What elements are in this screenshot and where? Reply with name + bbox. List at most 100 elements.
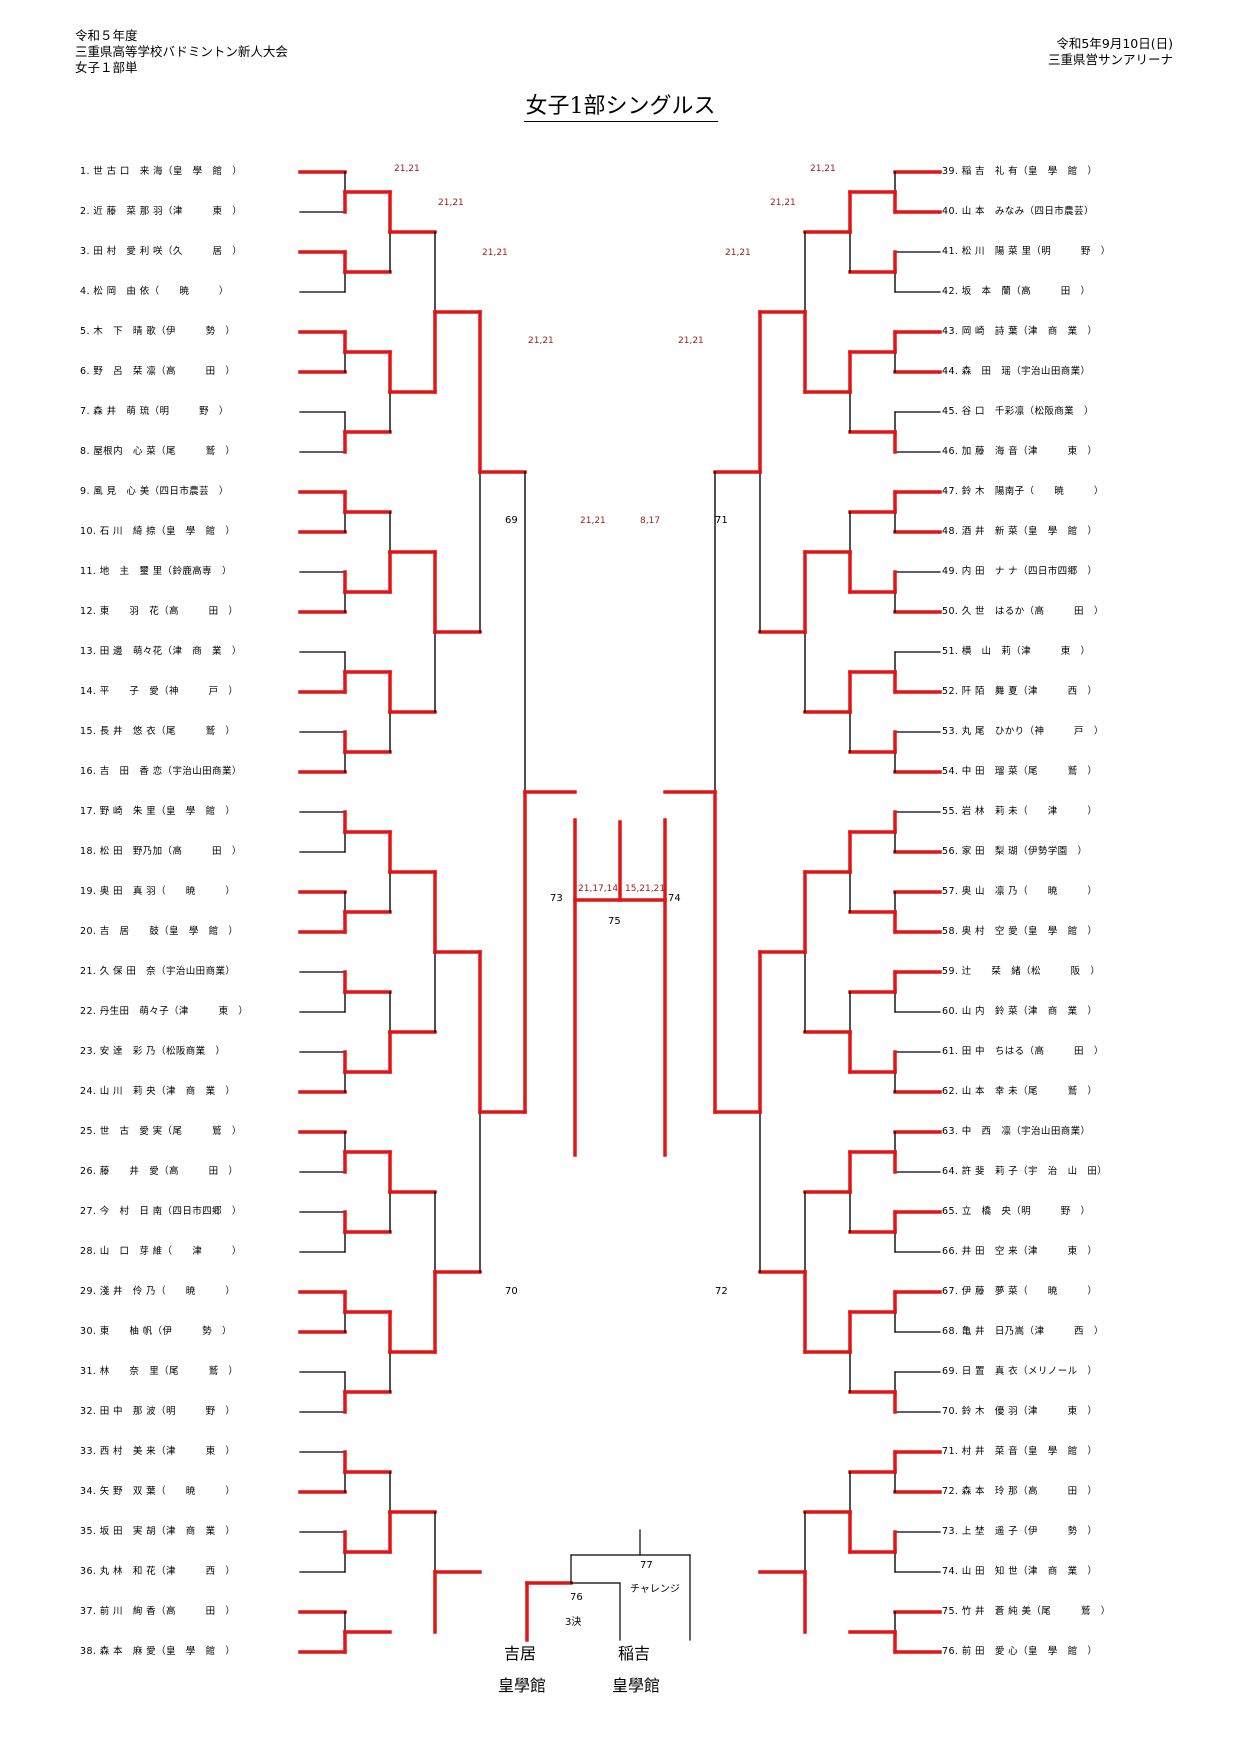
- left-player-entry: 30. 東 柚 帆（伊 勢 ）: [80, 1326, 232, 1337]
- right-player-entry: 62. 山 本 幸 未（尾 鷲 ）: [942, 1086, 1098, 1097]
- left-player-entry: 35. 坂 田 実 胡（津 商 業 ）: [80, 1526, 236, 1537]
- left-player-entry: 21. 久 保 田 奈（宇治山田商業）: [80, 966, 236, 977]
- right-player-entry: 61. 田 中 ちはる（高 田 ）: [942, 1046, 1104, 1057]
- match-number: 69: [505, 515, 518, 526]
- header-event: 女子１部単: [75, 60, 138, 75]
- right-player-entry: 41. 松 川 陽 菜 里（明 野 ）: [942, 246, 1111, 257]
- right-player-entry: 58. 奥 村 空 愛（皇 學 館 ）: [942, 926, 1098, 937]
- right-player-entry: 72. 森 本 玲 那（高 田 ）: [942, 1486, 1098, 1497]
- right-player-entry: 57. 奥 山 凛 乃（ 暁 ）: [942, 886, 1098, 897]
- right-player-entry: 44. 森 田 瑶（宇治山田商業）: [942, 366, 1091, 377]
- left-player-entry: 20. 吉 居 鼓（皇 學 館 ）: [80, 926, 239, 937]
- left-player-entry: 18. 松 田 野乃加（高 田 ）: [80, 846, 242, 857]
- right-player-entry: 67. 伊 藤 夢 菜（ 暁 ）: [942, 1286, 1098, 1297]
- left-player-entry: 33. 西 村 美 来（津 東 ）: [80, 1446, 236, 1457]
- left-player-entry: 22. 丹生田 萌々子（津 東 ）: [80, 1006, 249, 1017]
- header-right: 令和5年9月10日(日) 三重県営サンアリーナ: [1048, 36, 1173, 68]
- right-player-entry: 50. 久 世 はるか（高 田 ）: [942, 606, 1104, 617]
- left-player-entry: 32. 田 中 那 波（明 野 ）: [80, 1406, 236, 1417]
- left-player-entry: 1. 世 古 口 来 海（皇 學 館 ）: [80, 166, 243, 177]
- score-label: 21,21: [810, 164, 836, 174]
- score-label: 21,21: [528, 336, 554, 346]
- score-label: 8,17: [640, 516, 660, 526]
- final-right-school: 皇學館: [612, 1676, 661, 1695]
- match-number: 76: [570, 1592, 583, 1603]
- score-label: 21,21: [438, 198, 464, 208]
- right-player-entry: 75. 竹 井 蒼 純 美（尾 鷲 ）: [942, 1606, 1111, 1617]
- left-player-entry: 6. 野 呂 栞 凛（高 田 ）: [80, 366, 236, 377]
- left-player-entry: 37. 前 川 絢 香（高 田 ）: [80, 1606, 236, 1617]
- right-player-entry: 54. 中 田 瑠 菜（尾 鷲 ）: [942, 766, 1098, 777]
- left-player-entry: 24. 山 川 莉 央（津 商 業 ）: [80, 1086, 236, 1097]
- right-player-entry: 45. 谷 口 千彩凛（松阪商業 ）: [942, 406, 1094, 417]
- header-date: 令和5年9月10日(日): [1056, 36, 1173, 51]
- right-player-entry: 43. 岡 崎 詩 葉（津 商 業 ）: [942, 326, 1098, 337]
- right-player-entry: 69. 日 置 真 衣（メリノール ）: [942, 1366, 1098, 1377]
- match-number: 75: [608, 916, 621, 927]
- score-label: 15,21,21: [625, 884, 665, 894]
- score-label: 21,21: [580, 516, 606, 526]
- match-number: 70: [505, 1286, 518, 1297]
- right-player-entry: 68. 亀 井 日乃嵩（津 西 ）: [942, 1326, 1104, 1337]
- right-player-entry: 47. 鈴 木 陽南子（ 暁 ）: [942, 486, 1104, 497]
- left-player-entry: 3. 田 村 愛 利 咲（久 居 ）: [80, 246, 243, 257]
- final-left-name: 吉居: [504, 1644, 537, 1663]
- page-title: 女子1部シングルス: [0, 88, 1241, 122]
- right-player-entry: 51. 横 山 莉（津 東 ）: [942, 646, 1091, 657]
- header-venue: 三重県営サンアリーナ: [1047, 52, 1173, 67]
- score-label: 21,21: [394, 164, 420, 174]
- match-number: 74: [668, 893, 681, 904]
- right-player-entry: 66. 井 田 空 来（津 東 ）: [942, 1246, 1098, 1257]
- right-player-entry: 65. 立 橋 央（明 野 ）: [942, 1206, 1091, 1217]
- right-player-entry: 71. 村 井 菜 音（皇 學 館 ）: [942, 1446, 1098, 1457]
- left-player-entry: 16. 吉 田 香 恋（宇治山田商業）: [80, 766, 242, 777]
- score-label: 21,21: [678, 336, 704, 346]
- left-player-entry: 34. 矢 野 双 葉（ 暁 ）: [80, 1486, 236, 1497]
- left-player-entry: 36. 丸 林 和 花（津 西 ）: [80, 1566, 236, 1577]
- left-player-entry: 10. 石 川 綺 捺（皇 學 館 ）: [80, 526, 236, 537]
- final-left-school: 皇學館: [498, 1676, 547, 1695]
- left-player-entry: 14. 平 子 愛（神 戸 ）: [80, 686, 239, 697]
- right-player-entry: 70. 鈴 木 優 羽（津 東 ）: [942, 1406, 1098, 1417]
- right-player-entry: 74. 山 田 知 世（津 商 業 ）: [942, 1566, 1098, 1577]
- left-player-entry: 26. 藤 井 愛（高 田 ）: [80, 1166, 239, 1177]
- left-player-entry: 28. 山 口 芽 維（ 津 ）: [80, 1246, 242, 1257]
- left-player-entry: 19. 奥 田 真 羽（ 暁 ）: [80, 886, 236, 897]
- left-player-entry: 2. 近 藤 菜 那 羽（津 東 ）: [80, 206, 243, 217]
- left-player-entry: 15. 長 井 悠 衣（尾 鷲 ）: [80, 726, 236, 737]
- final-right-name: 稲吉: [618, 1644, 651, 1663]
- right-player-entry: 73. 上 埜 遥 子（伊 勢 ）: [942, 1526, 1098, 1537]
- left-player-entry: 17. 野 崎 朱 里（皇 學 館 ）: [80, 806, 236, 817]
- right-player-entry: 48. 酒 井 新 菜（皇 學 館 ）: [942, 526, 1098, 537]
- left-player-entry: 23. 安 達 彩 乃（松阪商業 ）: [80, 1046, 226, 1057]
- right-player-entry: 49. 内 田 ナ ナ（四日市四郷 ）: [942, 566, 1098, 577]
- right-player-entry: 56. 家 田 梨 瑚（伊勢学園 ）: [942, 846, 1088, 857]
- right-player-entry: 60. 山 内 鈴 菜（津 商 業 ）: [942, 1006, 1098, 1017]
- left-player-entry: 8. 屋根内 心 菜（尾 鷲 ）: [80, 446, 236, 457]
- left-player-entry: 4. 松 岡 由 依（ 暁 ）: [80, 286, 229, 297]
- header-year: 令和５年度: [75, 28, 138, 43]
- right-player-entry: 53. 丸 尾 ひかり（神 戸 ）: [942, 726, 1104, 737]
- left-player-entry: 13. 田 邊 萌々花（津 商 業 ）: [80, 646, 242, 657]
- match-number: 71: [715, 515, 728, 526]
- header-left: 令和５年度 三重県高等学校バドミントン新人大会 女子１部単: [75, 28, 288, 76]
- left-player-entry: 11. 地 主 璽 里（鈴鹿高専 ）: [80, 566, 232, 577]
- left-player-entry: 27. 今 村 日 南（四日市四郷 ）: [80, 1206, 242, 1217]
- right-player-entry: 39. 稲 吉 礼 有（皇 學 館 ）: [942, 166, 1098, 177]
- left-player-entry: 5. 木 下 晴 歌（伊 勢 ）: [80, 326, 236, 337]
- score-label: 21,21: [482, 248, 508, 258]
- right-player-entry: 55. 岩 林 莉 未（ 津 ）: [942, 806, 1098, 817]
- match-number: 73: [550, 893, 563, 904]
- score-label: 21,21: [770, 198, 796, 208]
- header-tournament: 三重県高等学校バドミントン新人大会: [75, 44, 288, 59]
- right-player-entry: 40. 山 本 みなみ（四日市農芸）: [942, 206, 1094, 217]
- left-player-entry: 29. 淺 井 伶 乃（ 暁 ）: [80, 1286, 236, 1297]
- left-player-entry: 7. 森 井 萌 琉（明 野 ）: [80, 406, 229, 417]
- right-player-entry: 46. 加 藤 海 音（津 東 ）: [942, 446, 1098, 457]
- left-player-entry: 9. 風 見 心 美（四日市農芸 ）: [80, 486, 229, 497]
- left-player-entry: 25. 世 古 愛 実（尾 鷲 ）: [80, 1126, 242, 1137]
- match-number: 77: [640, 1560, 653, 1571]
- right-player-entry: 63. 中 西 凛（宇治山田商業）: [942, 1126, 1091, 1137]
- right-player-entry: 42. 坂 本 蘭（高 田 ）: [942, 286, 1091, 297]
